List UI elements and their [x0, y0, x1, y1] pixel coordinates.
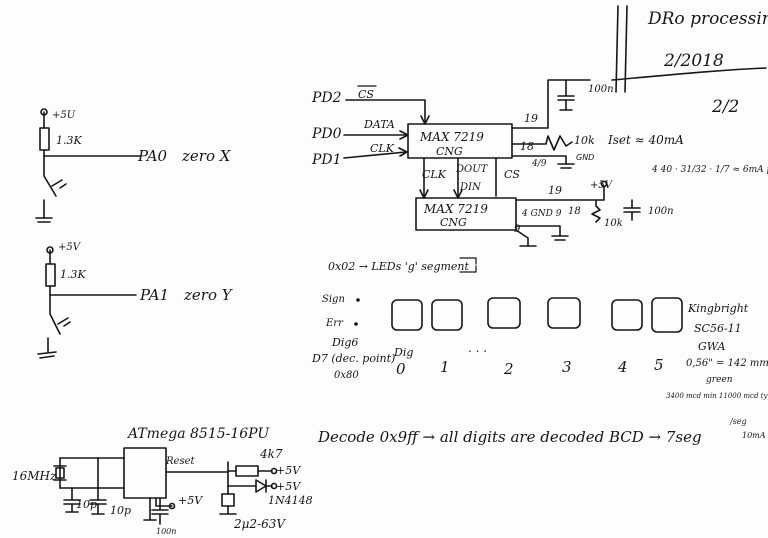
- diode-supply: +5V: [276, 480, 301, 493]
- err-label: Err: [325, 318, 344, 329]
- switch-pa1: +5V 1.3K PA1 zero Y: [37, 242, 234, 359]
- pin-label-pd0: PD0: [311, 126, 342, 142]
- dp-hex: 0x80: [334, 370, 359, 381]
- current-calculation: 4 40 · 31/32 · 1/7 ≈ 6mA per seg.: [651, 165, 768, 175]
- supply-label-a: +5U: [52, 110, 76, 121]
- digit-box-5: [651, 297, 683, 333]
- dout-label: DOUT: [455, 164, 489, 175]
- digit-box-0: [391, 299, 423, 331]
- chip1-name: MAX 7219: [419, 130, 484, 144]
- digit-box-2: [487, 297, 521, 329]
- iset-note: Iset ≈ 40mA: [607, 133, 684, 147]
- chip2-pin-18: 18: [568, 206, 581, 217]
- font-current-note: 10mA: [742, 431, 766, 440]
- supply-label-b: +5V: [58, 242, 82, 253]
- resistor-label-a: 1.3K: [56, 134, 82, 147]
- reset-cap-label: 2μ2-63V: [233, 517, 286, 531]
- digit-box-4: [611, 299, 643, 331]
- title-block: DRo processing 2/2018 2/2: [611, 5, 768, 117]
- cap-100n-bottom: 100n: [648, 206, 674, 217]
- digit-number-4: 4: [617, 358, 628, 376]
- cap-100n-top: 100n: [588, 84, 614, 95]
- segment-note: 0x02 → LEDs 'g' segment: [328, 260, 470, 273]
- iset-resistor-bottom: 10k: [604, 218, 623, 229]
- reset-label: Reset: [165, 456, 195, 467]
- digit-number-2: 2: [503, 360, 514, 378]
- reset-capacitor: [221, 493, 235, 507]
- ground-symbol-a: [35, 217, 53, 223]
- dp-note: D7 (dec. point): [311, 352, 395, 365]
- ellipsis: . . .: [468, 341, 487, 355]
- sign-label: Sign: [322, 294, 345, 305]
- digit-number-1: 1: [440, 358, 450, 376]
- chip1-pin-4-9: 4/9: [531, 159, 547, 169]
- chip1-pin-18: 18: [520, 140, 534, 153]
- dig6-label: Dig6: [331, 336, 358, 349]
- chip2-pin-9: 9: [514, 224, 521, 235]
- chip2-name: MAX 7219: [423, 202, 488, 216]
- cs-label-1: CS: [358, 88, 374, 101]
- digit-number-3: 3: [562, 358, 572, 376]
- pullup-label: 4k7: [259, 447, 283, 461]
- digit-number-0: 0: [396, 360, 406, 378]
- max7219-chip-1: [407, 123, 513, 159]
- pin-label-pa1: PA1: [139, 286, 169, 304]
- reset-pullup: [235, 465, 259, 477]
- diode-label: 1N4148: [268, 494, 313, 507]
- cs-label-2: CS: [504, 168, 520, 181]
- resistor-label-b: 1.3K: [60, 268, 86, 281]
- digit-number-5: 5: [654, 356, 664, 374]
- chip2-gnd-pins: 4 GND 9: [521, 209, 562, 219]
- digit-box-1: [431, 299, 463, 331]
- chip1-package: CNG: [436, 145, 463, 158]
- part-size: 0,56" = 142 mm: [686, 358, 768, 369]
- driver-section: PD2 CS PD0 DATA PD1 CLK MAX 7219 CNG 19 …: [311, 79, 768, 247]
- crystal-cap-2: 10p: [110, 504, 131, 517]
- crystal-label: 16MHz: [12, 469, 57, 483]
- chip2-pin-19: 19: [548, 184, 562, 197]
- decode-note: Decode 0x9ff → all digits are decoded BC…: [317, 428, 702, 446]
- display-section: 0x02 → LEDs 'g' segment Sign Err Dig6 D7…: [311, 257, 768, 440]
- pullup-resistor-b: [45, 263, 56, 287]
- pullup-supply: +5V: [276, 464, 301, 477]
- part-number: SC56-11: [694, 322, 742, 335]
- function-label-zero-y: zero Y: [183, 286, 234, 304]
- brightness-note: 3400 mcd min 11000 mcd typ: [666, 392, 768, 400]
- crystal-cap-1: 10p: [76, 498, 97, 511]
- max7219-chip-2: [415, 197, 517, 231]
- chip1-pin-19: 19: [524, 112, 538, 125]
- pin-label-pd2: PD2: [311, 90, 342, 106]
- pin-label-pd1: PD1: [311, 152, 342, 168]
- ground-symbol-b: [37, 351, 57, 359]
- part-green: green: [706, 375, 733, 385]
- clk-label-1: CLK: [370, 142, 395, 155]
- mcu-decoupling-cap: 100n: [156, 527, 176, 536]
- din-label: DIN: [459, 182, 482, 193]
- data-label: DATA: [363, 118, 395, 131]
- sheet-number: 2/2: [711, 97, 739, 117]
- err-dot: [354, 322, 358, 326]
- pin-label-pa0: PA0: [137, 147, 168, 165]
- dig-label: Dig: [393, 346, 413, 359]
- mcu-chip: [123, 447, 167, 499]
- chip2-package: CNG: [440, 216, 467, 229]
- digit-box-3: [547, 297, 581, 329]
- sign-dot: [356, 298, 360, 302]
- pullup-resistor-a: [39, 127, 50, 151]
- function-label-zero-x: zero X: [181, 147, 232, 165]
- switch-pa0: +5U 1.3K PA0 zero X: [35, 108, 232, 223]
- mcu-title: ATmega 8515-16PU: [126, 426, 270, 442]
- per-seg-note: /seg: [729, 417, 747, 426]
- mcu-section: ATmega 8515-16PU 16MHz 10p 10p +5V 100n …: [12, 426, 313, 536]
- part-color-code: GWA: [698, 340, 726, 353]
- part-brand: Kingbright: [687, 302, 749, 315]
- iset-resistor-top: 10k: [574, 134, 595, 147]
- sheet-date: 2/2018: [663, 51, 724, 71]
- chip1-gnd-label: GND: [576, 153, 594, 162]
- sheet-title: DRo processing: [647, 9, 768, 29]
- clk-label-2: CLK: [422, 168, 447, 181]
- mcu-vcc: +5V: [178, 494, 203, 507]
